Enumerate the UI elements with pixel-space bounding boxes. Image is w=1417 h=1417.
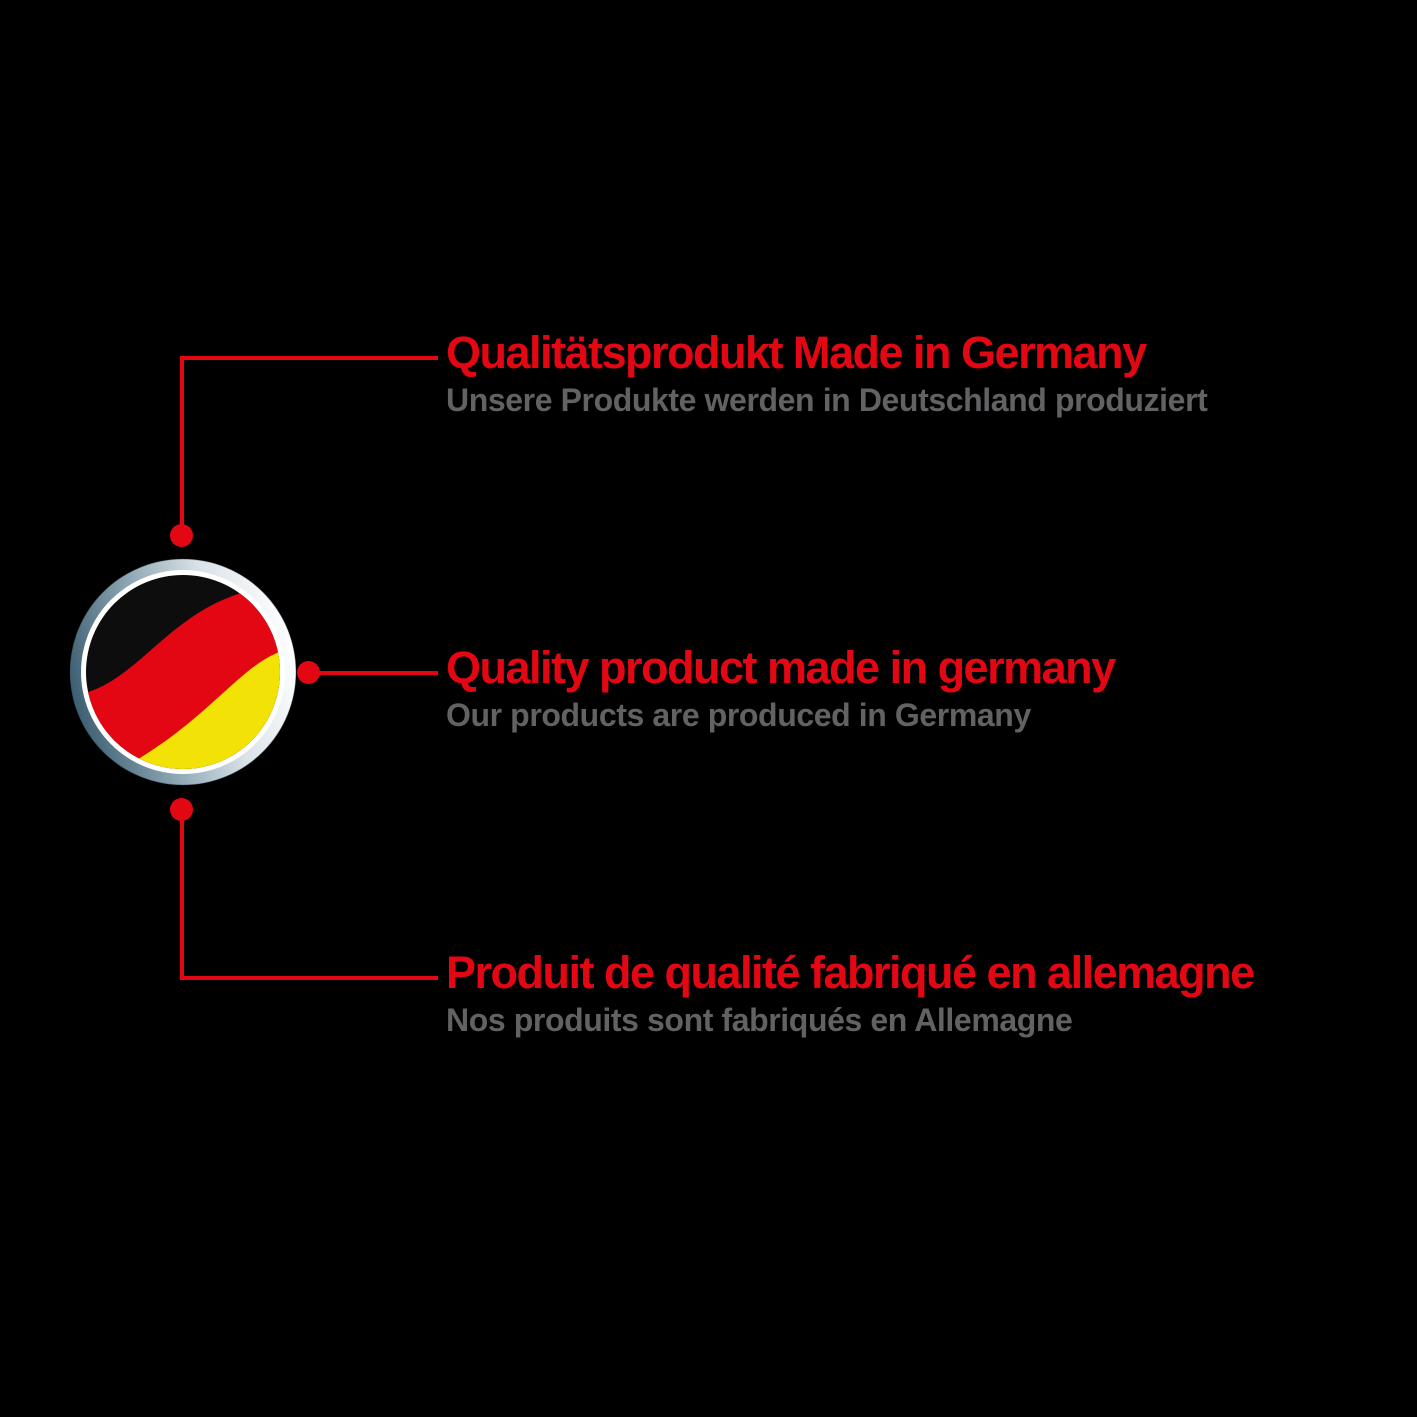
subtitle-french: Nos produits sont fabriqués en Allemagne (446, 1002, 1073, 1038)
subtitle-german: Unsere Produkte werden in Deutschland pr… (446, 382, 1208, 418)
text-block-english: Quality product made in germany Our prod… (446, 642, 1116, 733)
title-english: Quality product made in germany (446, 642, 1116, 693)
germany-flag-icon (69, 558, 297, 786)
title-french: Produit de qualité fabriqué en allemagne (446, 947, 1255, 998)
text-block-french: Produit de qualité fabriqué en allemagne… (446, 947, 1255, 1038)
connector-dot-middle (297, 661, 320, 684)
title-german: Qualitätsprodukt Made in Germany (446, 327, 1147, 378)
connector-line-middle-horizontal (318, 671, 438, 675)
flag-stripes (86, 575, 280, 769)
text-block-german: Qualitätsprodukt Made in Germany Unsere … (446, 327, 1208, 418)
connector-dot-bottom (170, 798, 193, 821)
subtitle-english: Our products are produced in Germany (446, 697, 1031, 733)
connector-line-top-vertical (180, 356, 184, 536)
connector-line-bottom-vertical (180, 810, 184, 980)
connector-line-bottom-horizontal (180, 976, 438, 980)
connector-line-top-horizontal (180, 356, 438, 360)
